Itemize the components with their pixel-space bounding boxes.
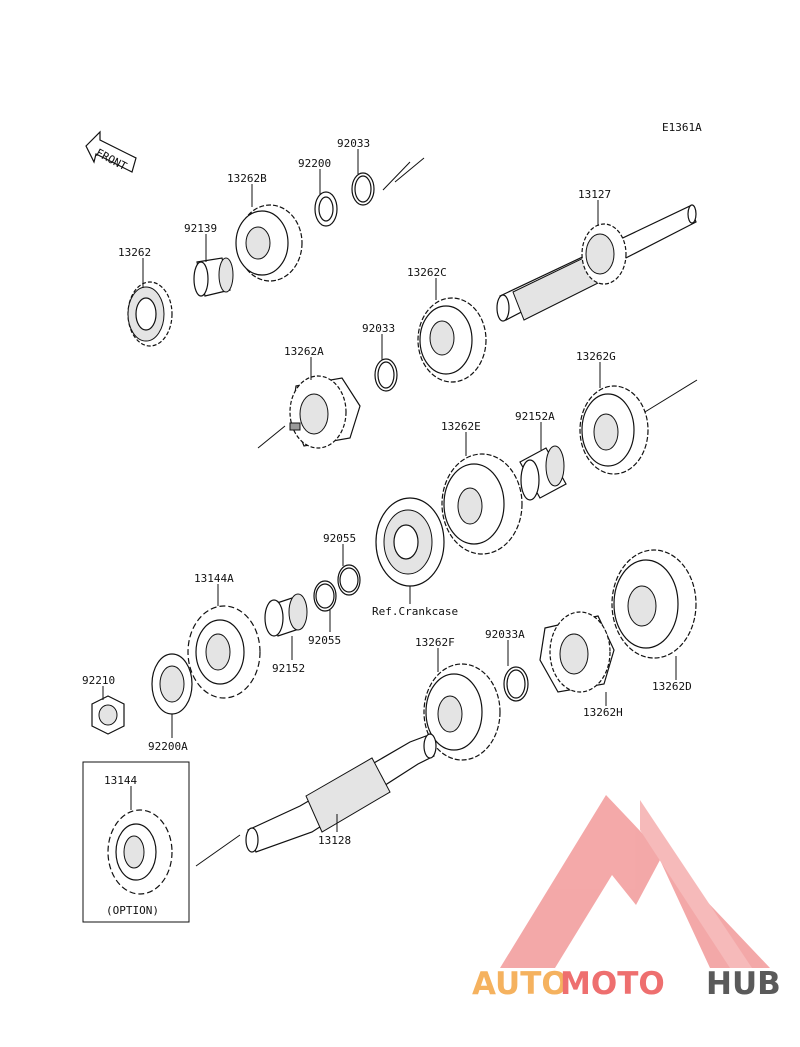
label-92033: 92033 bbox=[337, 137, 370, 150]
label-13262G: 13262G bbox=[576, 350, 616, 363]
gear-13262H bbox=[539, 611, 615, 693]
label-92210: 92210 bbox=[82, 674, 115, 687]
upper-axis-lines bbox=[195, 157, 698, 867]
label-92139: 92139 bbox=[184, 222, 217, 235]
shaft-13127 bbox=[496, 204, 697, 322]
gear-13262G bbox=[579, 385, 649, 475]
bearing-92139 bbox=[193, 257, 234, 297]
label-13262D: 13262D bbox=[652, 680, 692, 693]
gear-13262 bbox=[127, 281, 173, 347]
gear-13262D bbox=[611, 549, 697, 659]
nut-92210 bbox=[91, 695, 125, 735]
ref-code: E1361A bbox=[662, 121, 702, 134]
oring-92055-top bbox=[337, 564, 361, 596]
label-13262A: 13262A bbox=[284, 345, 324, 358]
label-92055-bottom: 92055 bbox=[308, 634, 341, 647]
label-92033-b: 92033 bbox=[362, 322, 395, 335]
watermark-hub-text: HUB bbox=[706, 966, 781, 1002]
label-13262F: 13262F bbox=[415, 636, 455, 649]
front-arrow-icon: FRONT bbox=[85, 130, 137, 173]
shaft-13128 bbox=[245, 733, 437, 853]
gear-13262C bbox=[417, 297, 487, 383]
label-92152: 92152 bbox=[272, 662, 305, 675]
label-ref-crankcase: Ref.Crankcase bbox=[372, 605, 458, 618]
gear-13262E bbox=[441, 453, 523, 555]
label-13262E: 13262E bbox=[441, 420, 481, 433]
label-92200A: 92200A bbox=[148, 740, 188, 753]
label-13262H: 13262H bbox=[583, 706, 623, 719]
oring-92055-bottom bbox=[313, 580, 337, 612]
label-13262C: 13262C bbox=[407, 266, 447, 279]
collar-92152 bbox=[264, 593, 308, 637]
leader-lines bbox=[102, 149, 677, 832]
gear-13262B bbox=[235, 204, 303, 282]
label-13127: 13127 bbox=[578, 188, 611, 201]
bearing-crankcase bbox=[375, 497, 445, 587]
label-92152A: 92152A bbox=[515, 410, 555, 423]
washer-92200 bbox=[314, 191, 338, 227]
washer-92200A bbox=[151, 653, 193, 715]
label-option: (OPTION) bbox=[106, 904, 159, 917]
sprocket-13144 bbox=[107, 809, 173, 895]
watermark-moto-text: MOTO bbox=[560, 966, 665, 1002]
option-box bbox=[82, 761, 190, 923]
gear-13262F bbox=[423, 663, 501, 761]
label-13262B: 13262B bbox=[227, 172, 267, 185]
watermark-logo bbox=[500, 795, 770, 968]
sprocket-13144A bbox=[187, 605, 261, 699]
label-13128: 13128 bbox=[318, 834, 351, 847]
label-13262: 13262 bbox=[118, 246, 151, 259]
circlip-92033 bbox=[351, 172, 375, 206]
gear-13262A bbox=[289, 375, 361, 449]
circlip-92033-b bbox=[374, 358, 398, 392]
watermark-auto-text: AUTO bbox=[472, 966, 568, 1002]
circlip-92033A bbox=[503, 666, 529, 702]
label-92033A: 92033A bbox=[485, 628, 525, 641]
label-13144: 13144 bbox=[104, 774, 137, 787]
label-92055-top: 92055 bbox=[323, 532, 356, 545]
label-13144A: 13144A bbox=[194, 572, 234, 585]
collar-92152A bbox=[519, 445, 567, 501]
label-92200: 92200 bbox=[298, 157, 331, 170]
